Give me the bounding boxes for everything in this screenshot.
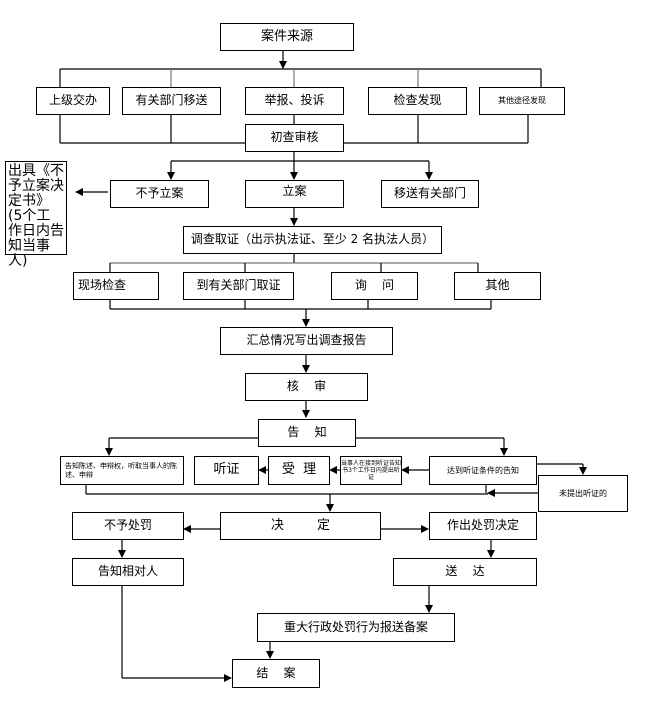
node-hearing-condition: 达到听证条件的告知 <box>429 456 537 485</box>
node-hearing-request: 当事人在接到听证告知书3个工作日内提出听证 <box>340 456 402 485</box>
node-source-other: 其他途径发现 <box>479 87 565 115</box>
node-inv-onsite: 现场检查 <box>73 272 159 300</box>
node-major-filing: 重大行政处罚行为报送备案 <box>257 613 455 642</box>
node-case-source: 案件来源 <box>220 23 354 51</box>
node-transfer-dept: 移送有关部门 <box>381 180 479 208</box>
node-deliver: 送 达 <box>393 558 537 586</box>
node-source-report: 举报、投诉 <box>245 87 344 115</box>
node-decision: 决 定 <box>220 512 381 540</box>
node-no-penalty: 不予处罚 <box>72 512 184 540</box>
node-accept: 受 理 <box>268 456 330 485</box>
node-summary-report: 汇总情况写出调查报告 <box>220 327 393 355</box>
node-investigation: 调查取证（出示执法证、至少 2 名执法人员） <box>183 226 442 254</box>
node-preliminary-review: 初查审核 <box>245 124 344 152</box>
node-notify-party: 告知相对人 <box>72 558 184 586</box>
node-hearing: 听证 <box>194 456 259 485</box>
node-inv-inquiry: 询 问 <box>331 272 418 300</box>
node-close-case: 结 案 <box>232 659 320 688</box>
node-review: 核 审 <box>245 373 368 401</box>
node-source-superior: 上级交办 <box>36 87 110 115</box>
node-no-hearing: 未提出听证的 <box>538 475 628 512</box>
node-source-inspection: 检查发现 <box>368 87 467 115</box>
node-penalty-decision: 作出处罚决定 <box>429 512 537 540</box>
node-not-filed: 不予立案 <box>110 180 209 208</box>
node-filed: 立案 <box>245 180 344 208</box>
node-source-transfer: 有关部门移送 <box>122 87 221 115</box>
node-inv-other: 其他 <box>454 272 541 300</box>
node-notify: 告 知 <box>258 419 356 447</box>
node-notify-rights: 告知陈述、申辩权，听取当事人的陈述、申辩 <box>60 456 184 485</box>
node-not-filed-notice: 出具《不予立案决定书》(5个工作日内告知当事人) <box>5 161 67 268</box>
node-inv-dept: 到有关部门取证 <box>183 272 294 300</box>
